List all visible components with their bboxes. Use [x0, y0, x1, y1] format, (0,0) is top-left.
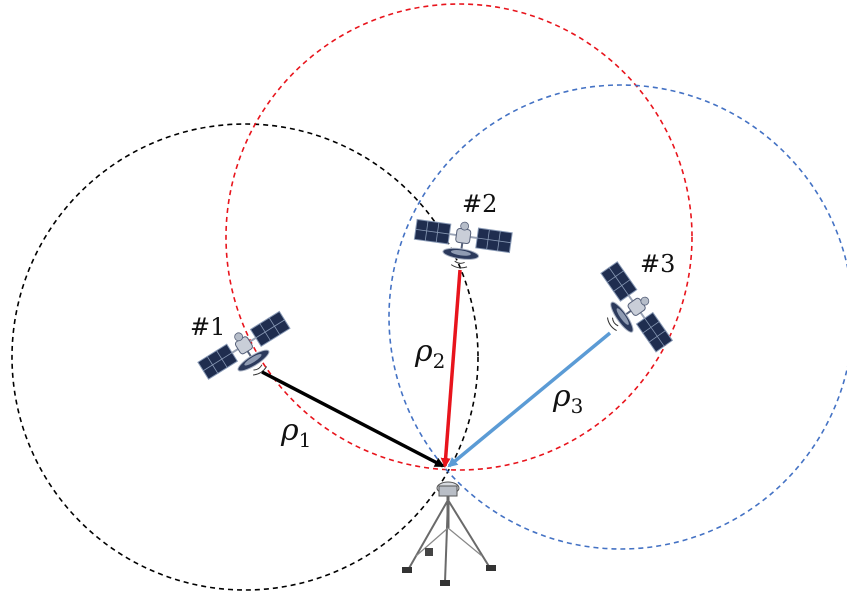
range-arrow-3 — [447, 331, 612, 468]
range-circle-1 — [11, 123, 479, 591]
satellite-2-label: #2 — [462, 190, 497, 218]
range-label-3: ρ3 — [552, 379, 583, 418]
range-label-2: ρ2 — [414, 334, 445, 373]
satellite-2-icon — [410, 214, 514, 276]
range-arrow-1 — [261, 370, 445, 468]
satellite-3-label: #3 — [640, 250, 675, 278]
range-label-1: ρ1 — [280, 413, 311, 452]
range-arrow-2 — [440, 269, 462, 468]
range-circle-2 — [225, 3, 693, 471]
range-circle-3 — [388, 84, 847, 550]
tripod-antenna-icon — [402, 481, 496, 586]
satellite-1-label: #1 — [190, 313, 225, 341]
